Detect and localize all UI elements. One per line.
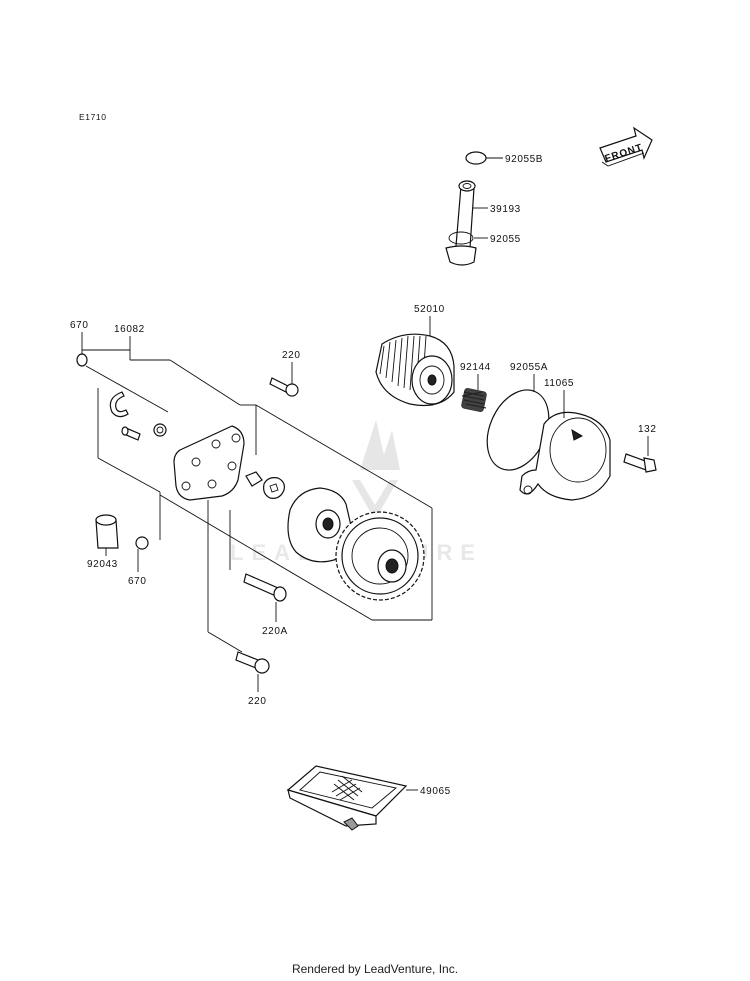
inner-rotor-pin <box>245 471 263 487</box>
o-ring-92055b <box>465 151 487 165</box>
collar-92043 <box>95 514 119 549</box>
part-label-49065[interactable]: 49065 <box>420 786 451 797</box>
oil-strainer-49065 <box>286 765 408 831</box>
part-label-220-top[interactable]: 220 <box>282 350 301 361</box>
spring-92144 <box>461 387 487 413</box>
part-label-670-bottom[interactable]: 670 <box>128 576 147 587</box>
pump-cover-plate <box>173 425 245 501</box>
circlip <box>109 391 129 418</box>
bolt-132 <box>623 453 657 473</box>
part-label-52010[interactable]: 52010 <box>414 304 445 315</box>
part-label-92055[interactable]: 92055 <box>490 234 521 245</box>
leader-220-bottom-diag <box>207 631 243 653</box>
part-label-670-top[interactable]: 670 <box>70 320 89 331</box>
screw-220a <box>243 573 287 602</box>
part-label-220-bottom[interactable]: 220 <box>248 696 267 707</box>
diagram-id: E1710 <box>79 112 107 122</box>
inner-rotor <box>263 477 285 499</box>
filter-cover-11065 <box>519 411 611 501</box>
part-label-132[interactable]: 132 <box>638 424 657 435</box>
oil-pipe-39193 <box>445 180 477 266</box>
oil-filter-52010 <box>375 333 455 407</box>
washer <box>153 423 167 437</box>
part-label-220a[interactable]: 220A <box>262 626 288 637</box>
part-label-92055a[interactable]: 92055A <box>510 362 548 373</box>
part-label-39193[interactable]: 39193 <box>490 204 521 215</box>
part-label-92055b[interactable]: 92055B <box>505 154 543 165</box>
part-label-92144[interactable]: 92144 <box>460 362 491 373</box>
footer-credit: Rendered by LeadVenture, Inc. <box>291 962 459 976</box>
oil-pump-gear <box>335 511 425 601</box>
pin <box>121 426 141 441</box>
part-label-92043[interactable]: 92043 <box>87 559 118 570</box>
o-ring-670-bottom <box>135 536 149 550</box>
group-outline-16082 <box>82 349 433 621</box>
o-ring-670-top <box>76 353 88 367</box>
part-label-11065[interactable]: 11065 <box>544 378 574 389</box>
front-arrow-icon: FRONT <box>599 126 653 167</box>
screw-220-top <box>269 377 299 397</box>
oil-pump-body <box>287 487 353 563</box>
part-label-16082[interactable]: 16082 <box>114 324 145 335</box>
screw-220-bottom <box>235 651 270 674</box>
